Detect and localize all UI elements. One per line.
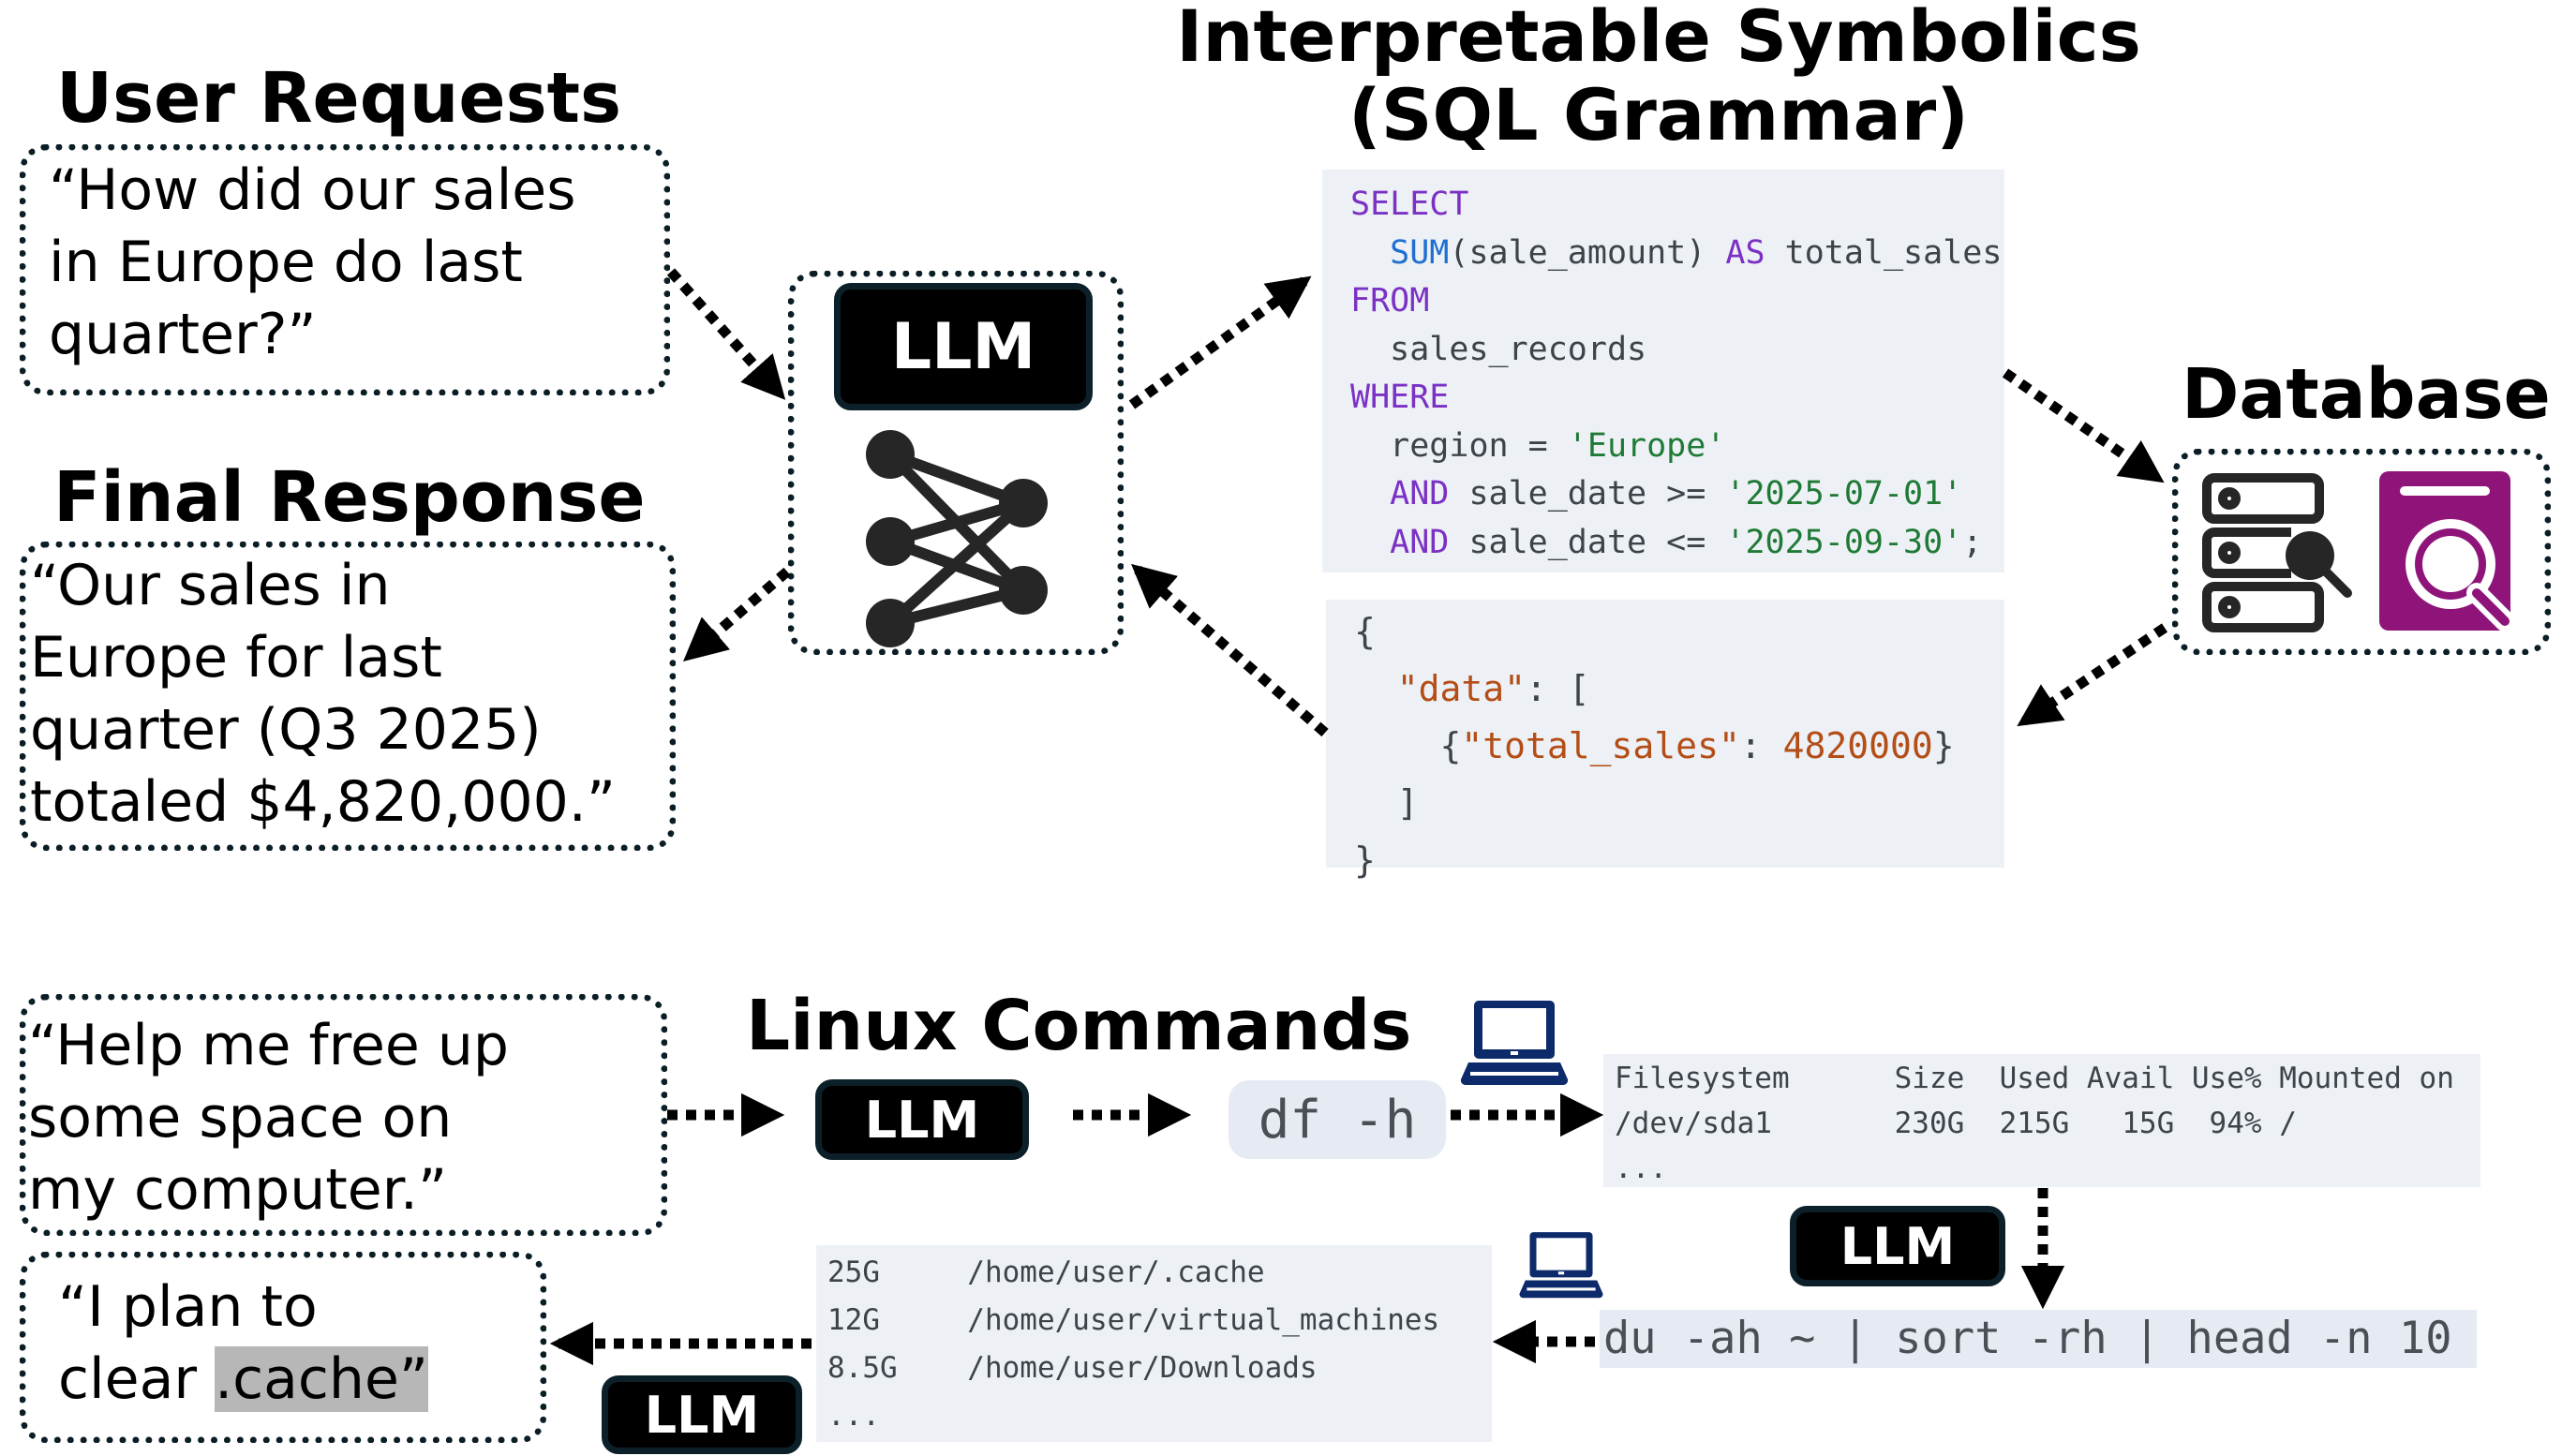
llm-label: LLM bbox=[834, 283, 1093, 410]
sql-keyword-where: WHERE bbox=[1350, 379, 1450, 416]
sql-semicolon: ; bbox=[1962, 523, 1983, 561]
linux-request-line-3: my computer.” bbox=[28, 1157, 448, 1223]
json-data-line: "data": [ bbox=[1354, 661, 2004, 718]
sql-region-value: 'Europe' bbox=[1567, 426, 1726, 465]
linux-response-highlight: .cache” bbox=[215, 1346, 428, 1412]
arrow-llm-to-sql bbox=[1128, 275, 1312, 409]
laptop-icon bbox=[1460, 1001, 1569, 1086]
du-output-line-3: 8.5G /home/user/Downloads bbox=[827, 1351, 1318, 1385]
df-output-line-1: Filesystem Size Used Avail Use% Mounted … bbox=[1615, 1062, 2454, 1095]
sql-date-start: '2025-07-01' bbox=[1725, 475, 1963, 513]
du-output-line-2: 12G /home/user/virtual_machines bbox=[827, 1303, 1440, 1337]
sql-region-lhs: region = bbox=[1390, 426, 1568, 465]
sql-line-table: sales_records bbox=[1350, 326, 2004, 375]
arrow-database-to-json bbox=[2017, 623, 2168, 727]
du-output-line-4: ... bbox=[827, 1399, 880, 1433]
user-request-line-1: “How did our sales bbox=[49, 157, 576, 223]
sql-keyword-as: AS bbox=[1725, 233, 1765, 272]
sql-alias: total_sales bbox=[1765, 233, 2003, 272]
final-response-line-1: “Our sales in bbox=[30, 553, 391, 618]
neural-network-icon bbox=[866, 430, 1048, 647]
json-item-value: 4820000 bbox=[1782, 725, 1933, 766]
json-close-brace: } bbox=[1354, 839, 1376, 881]
json-item-sep: : bbox=[1739, 725, 1783, 766]
df-output-line-3: ... bbox=[1615, 1151, 1667, 1185]
sql-table-name: sales_records bbox=[1390, 330, 1647, 368]
llm-label-step-1: LLM bbox=[815, 1079, 1029, 1160]
sql-line-date-end: AND sale_date <= '2025-09-30'; bbox=[1350, 519, 2004, 568]
final-response-title: Final Response bbox=[53, 457, 646, 538]
df-output-block: Filesystem Size Used Avail Use% Mounted … bbox=[1603, 1054, 2480, 1187]
json-data-sep: : [ bbox=[1526, 668, 1590, 709]
json-item-close: } bbox=[1932, 725, 1955, 766]
arrow-llm-to-response bbox=[683, 567, 791, 662]
linux-request-line-2: some space on bbox=[28, 1085, 453, 1151]
sql-cond-1: sale_date >= bbox=[1449, 475, 1726, 513]
sql-date-end: '2025-09-30' bbox=[1725, 523, 1963, 561]
sql-line-sum: SUM(sale_amount) AS total_sales bbox=[1350, 230, 2004, 278]
arrow-json-to-llm bbox=[1131, 563, 1329, 737]
database-title: Database bbox=[2182, 354, 2551, 435]
linux-request-line-1: “Help me free up bbox=[28, 1013, 510, 1078]
json-open-brace: { bbox=[1354, 611, 1376, 652]
df-command-pill: df -h bbox=[1229, 1080, 1446, 1159]
json-item-line: {"total_sales": 4820000} bbox=[1354, 718, 2004, 775]
sql-keyword-select: SELECT bbox=[1350, 186, 1469, 223]
sql-line-select: SELECT bbox=[1350, 181, 2004, 230]
server-search-icon bbox=[2202, 473, 2352, 632]
du-command-block: du -ah ~ | sort -rh | head -n 10 bbox=[1600, 1310, 2477, 1368]
df-output-line-2: /dev/sda1 230G 215G 15G 94% / bbox=[1615, 1107, 2297, 1140]
user-request-line-2: in Europe do last bbox=[49, 230, 523, 295]
user-requests-title: User Requests bbox=[56, 58, 622, 139]
arrow-sql-to-database bbox=[2002, 368, 2165, 483]
sql-keyword-from: FROM bbox=[1350, 282, 1430, 319]
sql-sum-arg: (sale_amount) bbox=[1449, 233, 1726, 272]
linux-response-line-1: “I plan to bbox=[58, 1274, 318, 1340]
llm-label-step-2: LLM bbox=[1790, 1206, 2005, 1286]
sql-keyword-and-1: AND bbox=[1390, 475, 1450, 513]
json-data-key: "data" bbox=[1396, 668, 1527, 709]
symbolics-title-line-2: (SQL Grammar) bbox=[1348, 73, 1969, 156]
sql-keyword-and-2: AND bbox=[1390, 523, 1450, 561]
sql-cond-2: sale_date <= bbox=[1449, 523, 1726, 561]
linux-request-box bbox=[20, 994, 667, 1236]
sql-function-sum: SUM bbox=[1390, 233, 1450, 272]
user-request-box bbox=[20, 144, 670, 395]
final-response-box bbox=[20, 542, 676, 851]
user-request-line-3: quarter?” bbox=[49, 302, 317, 367]
sql-line-from: FROM bbox=[1350, 277, 2004, 326]
final-response-line-3: quarter (Q3 2025) bbox=[30, 697, 542, 763]
database-search-icon bbox=[2379, 471, 2515, 631]
llm-label-step-3: LLM bbox=[602, 1375, 802, 1454]
sql-line-where: WHERE bbox=[1350, 374, 2004, 423]
du-output-block: 25G /home/user/.cache 12G /home/user/virt… bbox=[816, 1245, 1492, 1442]
linux-response-prefix: clear bbox=[58, 1346, 216, 1412]
linux-response-line-2: clear .cache” bbox=[58, 1344, 428, 1416]
du-output-line-1: 25G /home/user/.cache bbox=[827, 1255, 1265, 1289]
json-close-bracket-text: ] bbox=[1396, 782, 1419, 824]
json-item-open: { bbox=[1439, 725, 1462, 766]
json-result-block: { "data": [ {"total_sales": 4820000} ]} bbox=[1326, 600, 2004, 881]
symbolics-title-line-1: Interpretable Symbolics bbox=[1176, 0, 2141, 78]
arrow-request-to-llm bbox=[666, 268, 786, 400]
sql-line-date-start: AND sale_date >= '2025-07-01' bbox=[1350, 470, 2004, 519]
sql-line-region: region = 'Europe' bbox=[1350, 423, 2004, 471]
json-close-bracket: ] bbox=[1354, 775, 2004, 832]
final-response-line-2: Europe for last bbox=[30, 625, 442, 691]
laptop-icon-2 bbox=[1519, 1232, 1603, 1299]
linux-commands-title: Linux Commands bbox=[746, 986, 1412, 1066]
final-response-line-4: totaled $4,820,000.” bbox=[30, 769, 616, 835]
json-item-key: "total_sales" bbox=[1461, 725, 1740, 766]
